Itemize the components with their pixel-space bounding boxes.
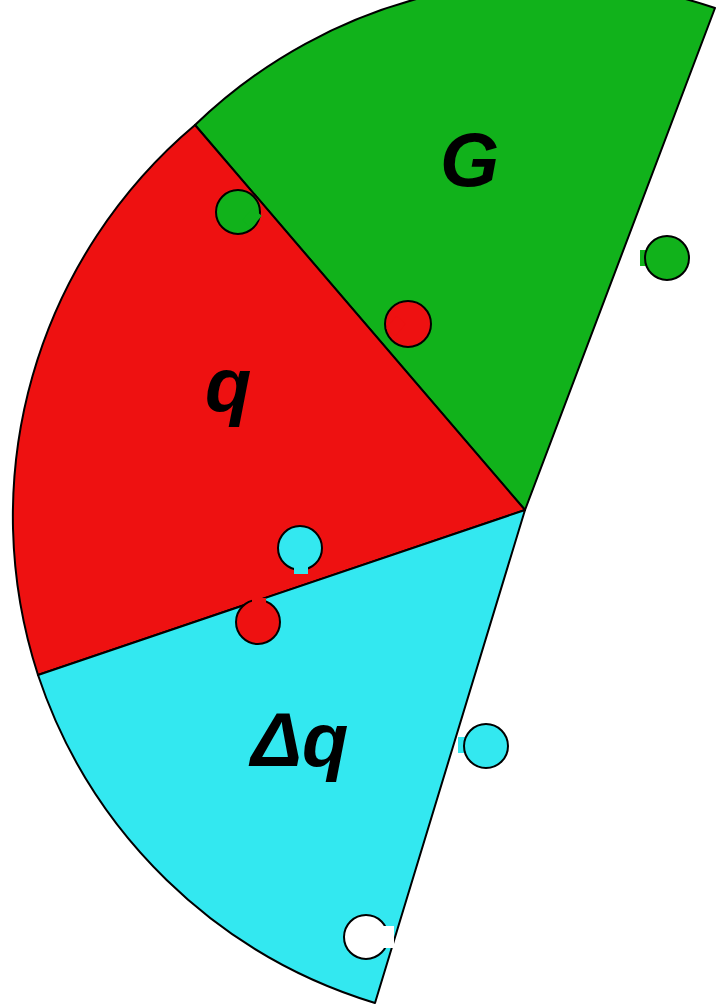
piece-label: q — [205, 347, 252, 423]
red-tab — [385, 301, 431, 347]
tab-neck — [294, 560, 308, 574]
piece-label: Δq — [251, 702, 349, 778]
notch-neck — [380, 926, 394, 948]
tab-neck — [252, 598, 266, 610]
piece-label: G — [440, 122, 500, 198]
tab-neck — [242, 208, 261, 228]
piece-outline — [38, 510, 525, 1003]
green-tab — [645, 236, 689, 280]
tab-neck — [386, 316, 405, 336]
cyan-tab — [464, 724, 508, 768]
